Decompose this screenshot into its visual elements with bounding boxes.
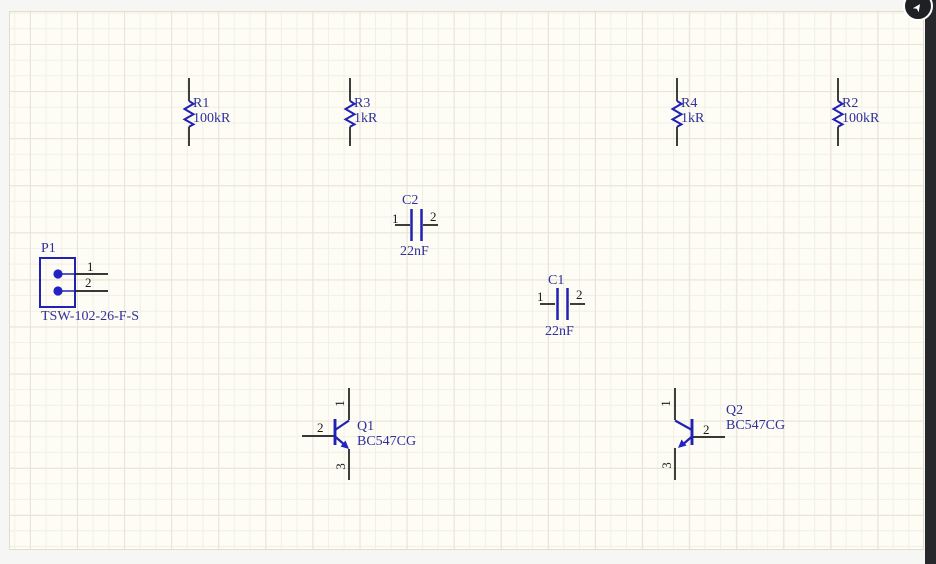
r3-label[interactable]: R3 1kR: [354, 96, 377, 126]
q1-value[interactable]: BC547CG: [357, 434, 417, 449]
right-side-bar[interactable]: [925, 0, 936, 564]
q2-pin2-number: 2: [703, 422, 710, 437]
cursor-arrow-icon: ➤: [909, 0, 926, 16]
c1-designator[interactable]: C1: [548, 273, 565, 288]
c2-pin1-number: 1: [392, 211, 399, 226]
r2-value[interactable]: 100kR: [842, 111, 880, 126]
p1-value[interactable]: TSW-102-26-F-S: [41, 309, 139, 324]
r1-designator[interactable]: R1: [193, 96, 210, 111]
transistor-q1-symbol[interactable]: [302, 388, 350, 480]
canvas-corner-button[interactable]: ➤: [903, 0, 933, 21]
capacitor-c1-symbol[interactable]: [540, 288, 585, 320]
schematic-canvas[interactable]: [9, 11, 924, 550]
r3-value[interactable]: 1kR: [354, 111, 378, 126]
r4-designator[interactable]: R4: [681, 96, 698, 111]
c1-pin1-number: 1: [537, 289, 544, 304]
q1-pin2-number: 2: [317, 420, 324, 435]
q1-pin3-number: 3: [332, 463, 348, 470]
c1-pin2-number: 2: [576, 287, 583, 302]
c2-pin2-number: 2: [430, 209, 437, 224]
r4-label[interactable]: R4 1kR: [681, 96, 704, 126]
r4-value[interactable]: 1kR: [681, 111, 705, 126]
p1-pin1-number: 1: [87, 259, 94, 274]
r3-designator[interactable]: R3: [354, 96, 371, 111]
connector-p1-symbol[interactable]: [39, 257, 108, 308]
r2-label[interactable]: R2 100kR: [842, 96, 879, 126]
c1-value[interactable]: 22nF: [545, 324, 574, 339]
c2-value[interactable]: 22nF: [400, 244, 429, 259]
q2-pin3-number: 3: [658, 462, 674, 469]
p1-designator[interactable]: P1: [41, 241, 56, 256]
capacitor-c2-symbol[interactable]: [395, 209, 438, 241]
transistor-q2-symbol[interactable]: [674, 388, 725, 480]
c2-designator[interactable]: C2: [402, 193, 419, 208]
p1-pin2-number: 2: [85, 275, 92, 290]
q2-label[interactable]: Q2 BC547CG: [726, 403, 785, 433]
q1-label[interactable]: Q1 BC547CG: [357, 419, 416, 449]
r2-designator[interactable]: R2: [842, 96, 859, 111]
q2-pin1-number: 1: [657, 400, 673, 407]
r1-value[interactable]: 100kR: [193, 111, 231, 126]
q1-designator[interactable]: Q1: [357, 419, 375, 434]
q1-pin1-number: 1: [331, 400, 347, 407]
r1-label[interactable]: R1 100kR: [193, 96, 230, 126]
q2-designator[interactable]: Q2: [726, 403, 744, 418]
q2-value[interactable]: BC547CG: [726, 418, 786, 433]
